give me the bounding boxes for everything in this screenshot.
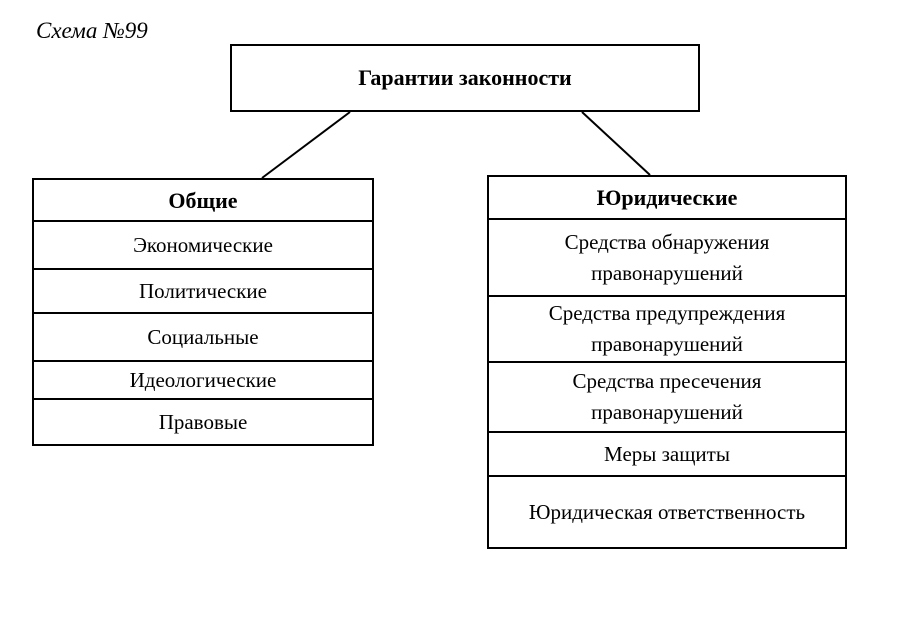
legal-header: Юридические [489,177,845,220]
connector-right [581,111,651,176]
legal-item: Средства предупреждения правонарушений [489,297,845,363]
general-guarantees-column: Общие Экономические Политические Социаль… [32,178,374,446]
root-node: Гарантии законности [230,44,700,112]
general-item: Социальные [34,314,372,362]
connector-left [261,111,351,179]
diagram-caption: Схема №99 [36,18,148,43]
legal-item: Средства обнаружения правонарушений [489,220,845,297]
general-item: Политические [34,270,372,314]
general-item: Идеологические [34,362,372,400]
general-item: Правовые [158,409,248,434]
general-header: Общие [34,180,372,222]
legal-item: Юридическая ответственность [528,499,806,524]
general-item: Экономические [34,222,372,270]
root-title: Гарантии законности [358,65,572,90]
legal-item: Меры защиты [489,433,845,477]
legal-guarantees-column: Юридические Средства обнаружения правона… [487,175,847,549]
legal-item: Средства пресечения правонарушений [489,363,845,433]
